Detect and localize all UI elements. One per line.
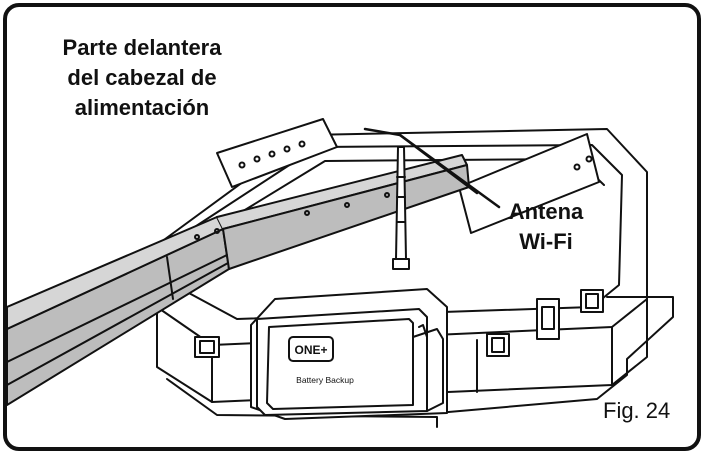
front-label-line-2: del cabezal de bbox=[67, 65, 217, 90]
front-label-line-3: alimentación bbox=[74, 95, 210, 120]
battery-backup-text: Battery Backup bbox=[296, 375, 354, 385]
antenna-label-line-2: Wi-Fi bbox=[519, 229, 573, 254]
battery-brand-text: ONE+ bbox=[294, 343, 327, 357]
garage-door-opener-illustration: ONE+ Battery Backup bbox=[7, 118, 674, 428]
antenna-label-line-1: Antena bbox=[508, 199, 584, 224]
figure-frame: ONE+ Battery Backup Parte delantera del … bbox=[3, 3, 701, 451]
figure-label: Fig. 24 bbox=[603, 398, 671, 423]
wifi-antenna-label: Antena Wi-Fi bbox=[487, 197, 605, 257]
front-power-head-label: Parte delantera del cabezal de alimentac… bbox=[13, 33, 271, 123]
front-label-line-1: Parte delantera bbox=[62, 35, 222, 60]
